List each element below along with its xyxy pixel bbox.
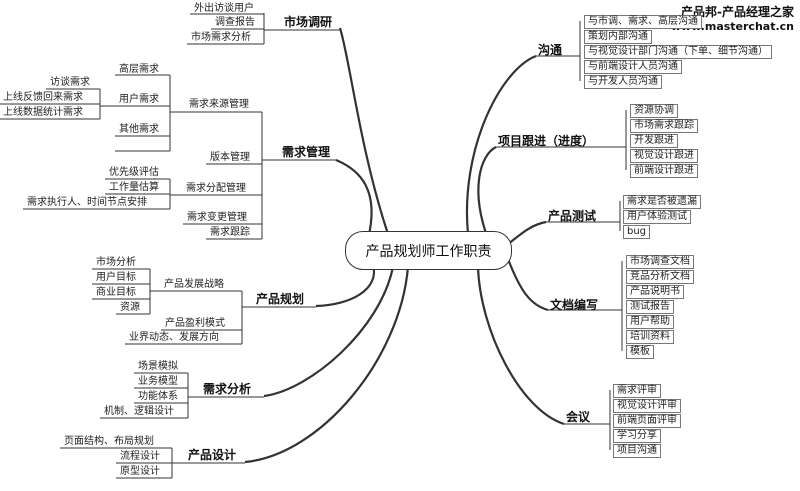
leaf-track-4[interactable]: 视觉设计跟进 [630,149,698,163]
leaf-doc-1[interactable]: 市场调查文档 [626,255,694,269]
leaf-track-5[interactable]: 前端设计跟进 [630,164,698,178]
leaf-function-system[interactable]: 功能体系 [138,391,178,402]
leaf-test-1[interactable]: 需求是否被遗漏 [623,195,701,209]
leaf-mechanism[interactable]: 机制、逻辑设计 [104,406,174,417]
watermark-brand: 产品邦-产品经理之家 [681,5,794,19]
branch-analysis[interactable]: 需求分析 [203,382,252,396]
leaf-track-2[interactable]: 市场需求跟踪 [630,119,698,133]
leaf-doc-2[interactable]: 竞品分析文档 [626,270,694,284]
leaf-doc-7[interactable]: 模板 [626,345,654,359]
branch-meeting[interactable]: 会议 [566,410,591,424]
branch-design[interactable]: 产品设计 [188,448,237,462]
leaf-workload[interactable]: 工作量估算 [109,182,159,193]
leaf-demand-high[interactable]: 高层需求 [119,64,159,75]
branch-communication[interactable]: 沟通 [538,43,563,57]
leaf-comm-5[interactable]: 与开发人员沟通 [584,75,662,89]
leaf-doc-5[interactable]: 用户帮助 [626,315,674,329]
leaf-prototype[interactable]: 原型设计 [120,466,160,477]
leaf-change-mgmt[interactable]: 需求变更管理 [187,212,247,223]
leaf-research-3[interactable]: 市场需求分析 [191,32,251,43]
leaf-meet-4[interactable]: 学习分享 [613,429,661,443]
leaf-strategy[interactable]: 产品发展战略 [164,279,224,290]
leaf-comm-4[interactable]: 与前端设计人员沟通 [584,60,682,74]
leaf-business-model[interactable]: 业务模型 [138,376,178,387]
branch-tracking[interactable]: 项目跟进（进度） [498,134,595,148]
leaf-meet-1[interactable]: 需求评审 [613,384,661,398]
leaf-demand-track[interactable]: 需求跟踪 [210,227,250,238]
leaf-research-2[interactable]: 调查报告 [215,17,255,28]
leaf-meet-5[interactable]: 项目沟通 [613,444,661,458]
leaf-market-analysis[interactable]: 市场分析 [96,257,136,268]
leaf-demand-feedback[interactable]: 上线反馈回来需求 [3,92,83,103]
branch-planning[interactable]: 产品规划 [256,292,305,306]
branch-research[interactable]: 市场调研 [284,15,333,29]
leaf-test-3[interactable]: bug [623,225,651,239]
leaf-industry-trend[interactable]: 业界动态、发展方向 [129,332,219,343]
leaf-comm-2[interactable]: 策划内部沟通 [584,30,652,44]
leaf-user-goal[interactable]: 用户目标 [96,272,136,283]
leaf-resource[interactable]: 资源 [120,302,140,313]
leaf-doc-4[interactable]: 测试报告 [626,300,674,314]
leaf-demand-ops[interactable]: 其他需求 [119,124,159,135]
branch-docs[interactable]: 文档编写 [550,298,599,312]
leaf-meet-2[interactable]: 视觉设计评审 [613,399,681,413]
leaf-flow-design[interactable]: 流程设计 [120,451,160,462]
leaf-demand-interview[interactable]: 访谈需求 [50,77,90,88]
central-topic[interactable]: 产品规划师工作职责 [345,231,512,270]
leaf-research-1[interactable]: 外出访谈用户 [194,3,254,14]
leaf-comm-3[interactable]: 与视觉设计部门沟通（下单、细节沟通） [584,45,772,59]
leaf-executor[interactable]: 需求执行人、时间节点安排 [27,197,147,208]
leaf-comm-1[interactable]: 与市调、需求、高层沟通 [584,15,702,29]
leaf-demand-user[interactable]: 用户需求 [119,94,159,105]
branch-demand-mgmt[interactable]: 需求管理 [282,145,331,159]
leaf-test-2[interactable]: 用户体验测试 [623,210,691,224]
leaf-doc-3[interactable]: 产品说明书 [626,285,684,299]
leaf-priority[interactable]: 优先级评估 [109,167,159,178]
branch-testing[interactable]: 产品测试 [548,209,597,223]
leaf-version-mgmt[interactable]: 版本管理 [210,152,250,163]
leaf-doc-6[interactable]: 培训资料 [626,330,674,344]
leaf-track-1[interactable]: 资源协调 [630,104,678,118]
leaf-demand-assign[interactable]: 需求分配管理 [186,183,246,194]
leaf-profit-model[interactable]: 产品盈利模式 [165,318,225,329]
leaf-business-goal[interactable]: 商业目标 [96,287,136,298]
leaf-meet-3[interactable]: 前端页面评审 [613,414,681,428]
leaf-scenario[interactable]: 场景模拟 [138,361,178,372]
leaf-demand-stats[interactable]: 上线数据统计需求 [3,107,83,118]
leaf-track-3[interactable]: 开发跟进 [630,134,678,148]
leaf-page-structure[interactable]: 页面结构、布局规划 [64,436,154,447]
leaf-demand-source[interactable]: 需求来源管理 [189,99,249,110]
